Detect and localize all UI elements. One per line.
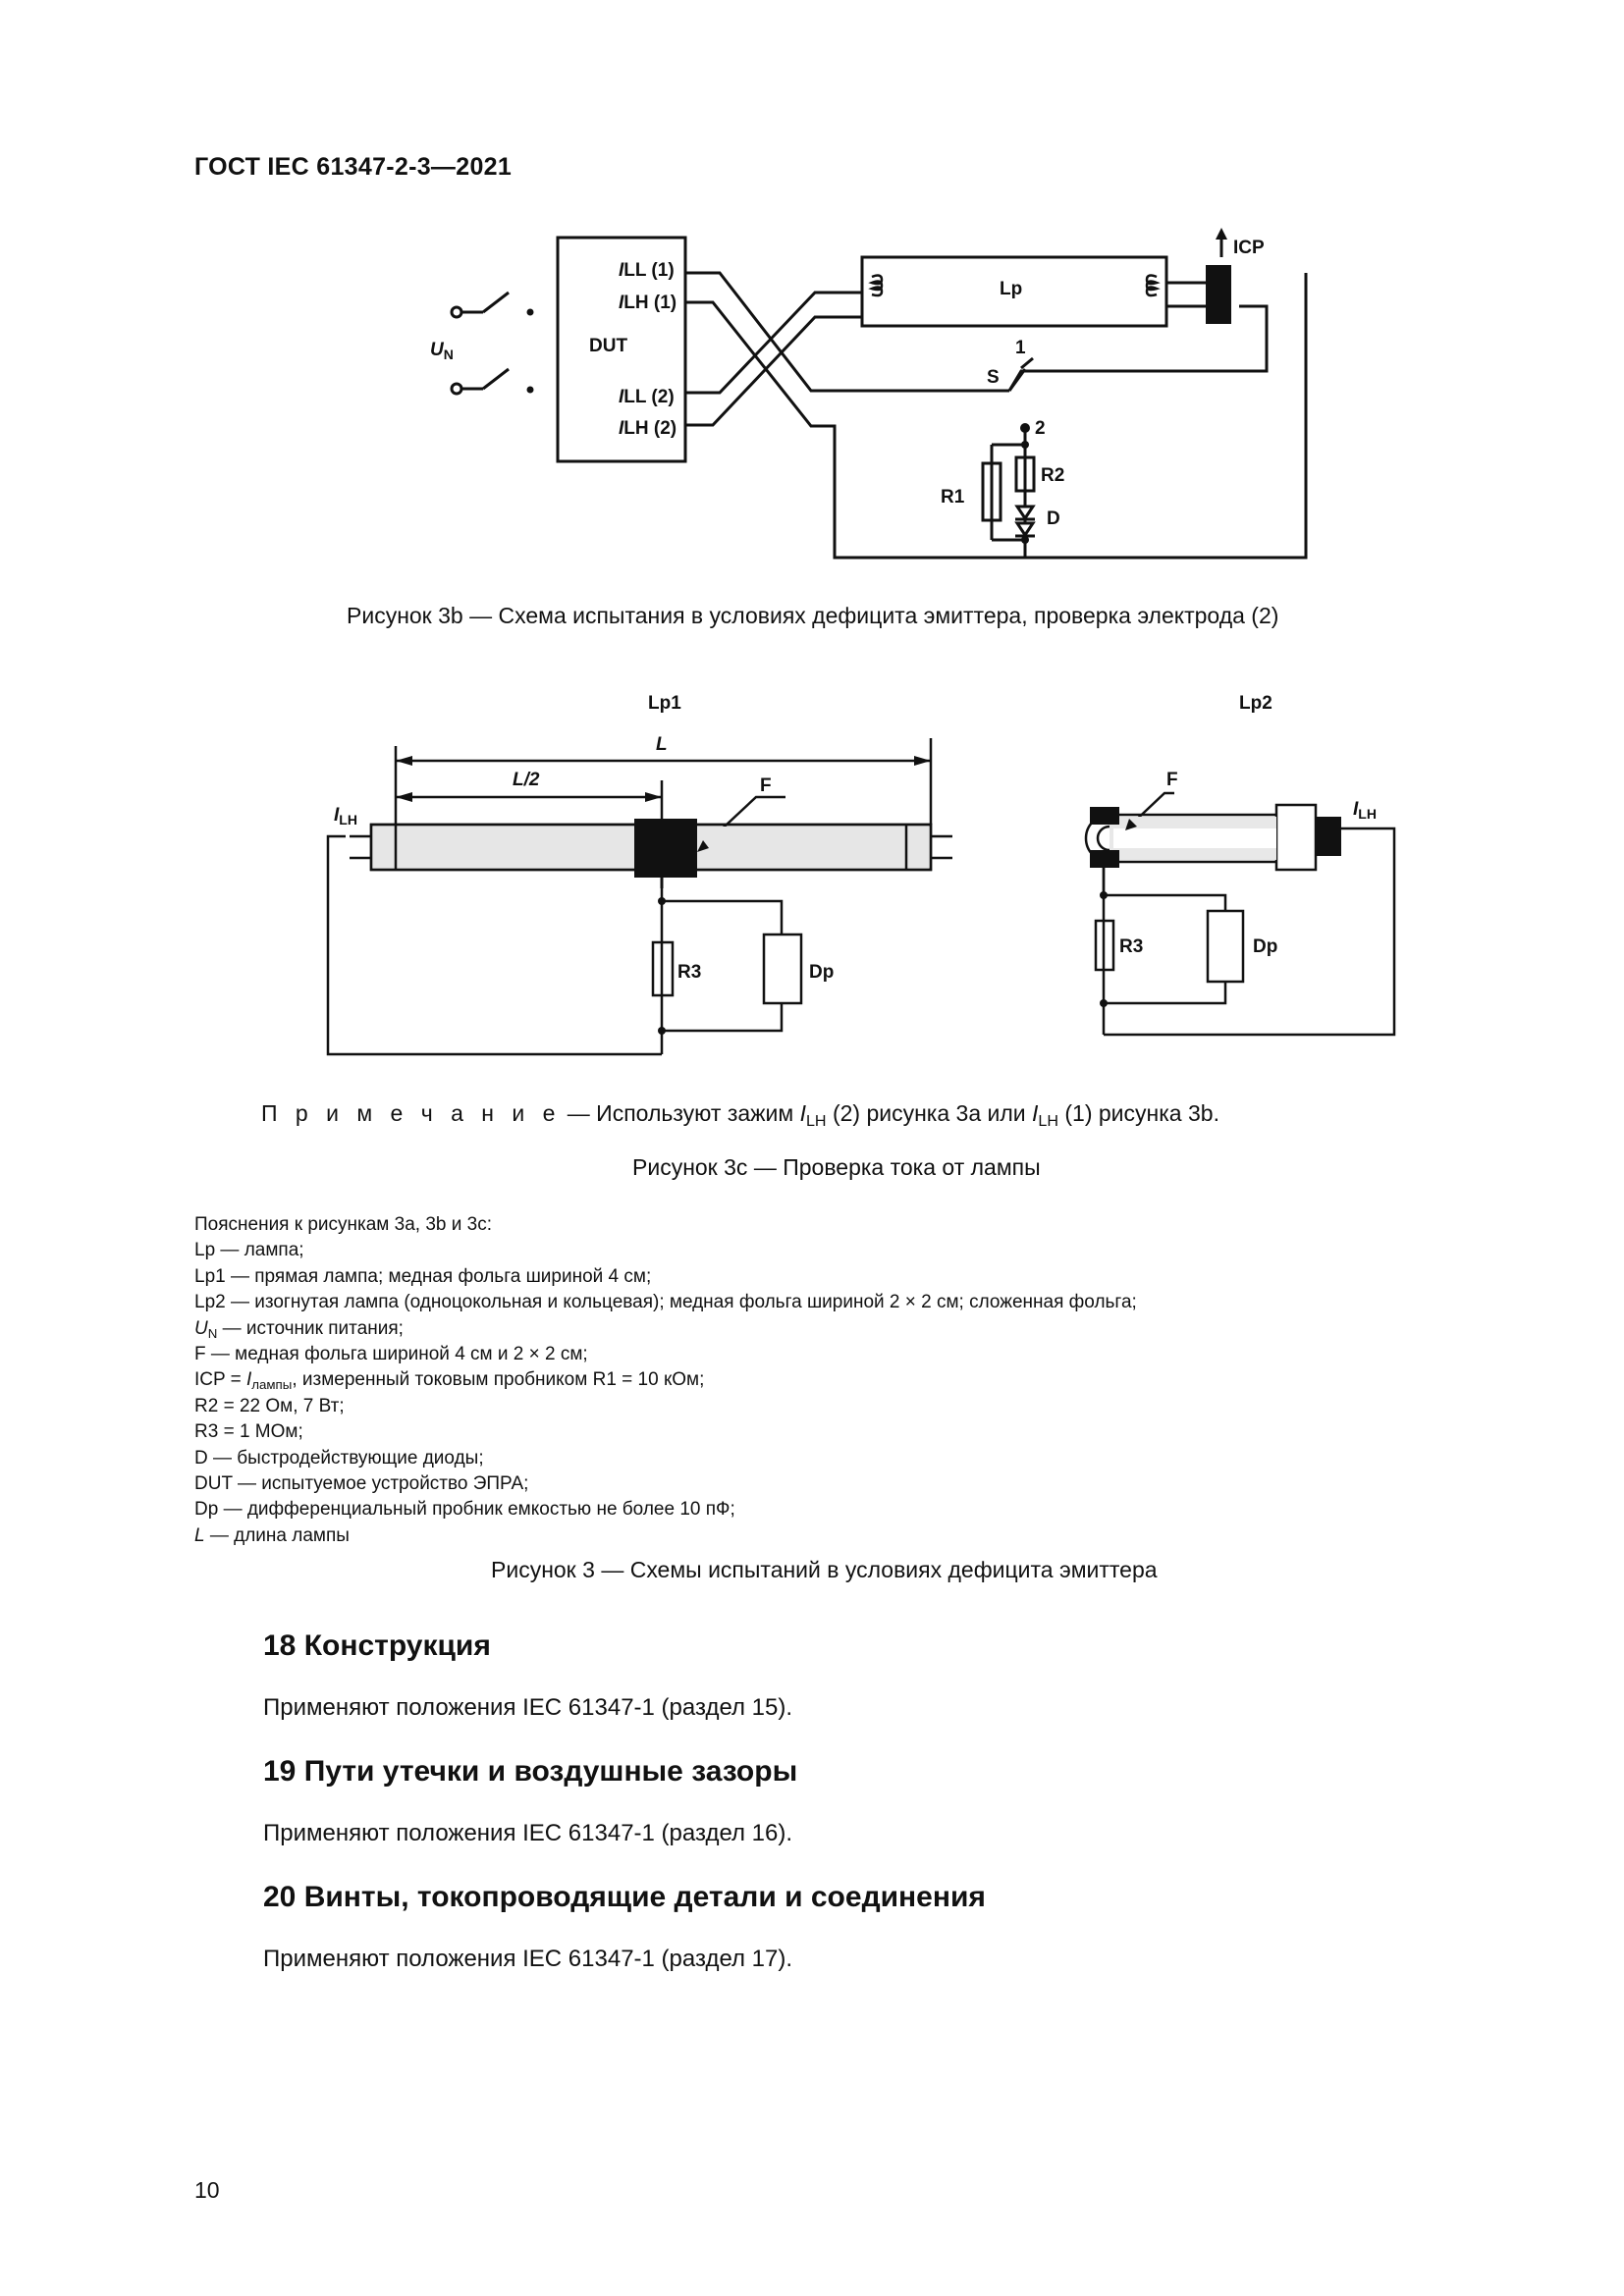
expl-lp: Lp — лампа; [194,1240,304,1261]
page-number: 10 [194,2177,220,2203]
label-dut: DUT [589,336,627,356]
label-dp-lp2: Dp [1253,936,1277,957]
expl-lp2: Lp2 — изогнутая лампа (одноцокольная и к… [194,1292,1137,1313]
figure-3-caption: Рисунок 3 — Схемы испытаний в условиях д… [491,1557,1158,1582]
label-switch-s: S [987,367,1000,388]
expl-d: D — быстродействующие диоды; [194,1447,484,1468]
label-r1: R1 [941,487,965,507]
label-lp: Lp [1000,279,1022,299]
expl-icp: ICP = Iлампы, измеренный токовым пробник… [194,1369,705,1393]
figure-3b-caption: Рисунок 3b — Схема испытания в условиях … [347,603,1279,628]
expl-r2: R2 = 22 Ом, 7 Вт; [194,1395,345,1416]
section-20-body: Применяют положения IEC 61347-1 (раздел … [263,1946,793,1972]
label-switch-2: 2 [1035,418,1046,439]
section-20-title: 20 Винты, токопроводящие детали и соедин… [263,1881,986,1913]
label-ill1: ILL (1) [619,260,675,281]
label-length-l: L [656,734,668,755]
label-d: D [1047,508,1060,529]
label-ilh2: ILH (2) [619,418,677,439]
section-18-title: 18 Конструкция [263,1629,491,1662]
label-dp-lp1: Dp [809,962,834,983]
label-foil-f-lp2: F [1166,770,1178,790]
expl-un: UN — источник питания; [194,1317,404,1341]
expl-lp1: Lp1 — прямая лампа; медная фольга ширино… [194,1265,652,1287]
figure-3c-note: П р и м е ч а н и е — Используют зажим I… [261,1100,1219,1130]
expl-r3: R3 = 1 МОм; [194,1421,303,1443]
expl-dp: Dp — дифференциальный пробник емкостью н… [194,1499,735,1521]
label-ilh1: ILH (1) [619,293,677,313]
label-ill2: ILL (2) [619,387,675,407]
label-switch-1: 1 [1015,338,1026,358]
label-icp: ICP [1233,238,1265,258]
label-half-length: L/2 [513,770,540,790]
expl-dut: DUT — испытуемое устройство ЭПРА; [194,1473,529,1495]
label-un: UN [430,340,454,362]
figure-3c-caption: Рисунок 3с — Проверка тока от лампы [632,1154,1041,1180]
section-18-body: Применяют положения IEC 61347-1 (раздел … [263,1694,793,1721]
label-ilh-lp2: ILH [1353,799,1377,822]
figure-explanations: Пояснения к рисункам 3а, 3b и 3с: Lp — л… [194,1212,1137,1549]
label-foil-f-lp1: F [760,775,772,796]
document-header: ГОСТ IEC 61347-2-3—2021 [194,153,513,181]
label-lp2: Lp2 [1239,693,1272,714]
figure-3c-diagram: Lp1 Lp2 L L/2 F F ILH ILH R3 Dp R3 Dp [326,693,1396,1056]
label-ilh-lp1: ILH [334,805,357,828]
expl-intro: Пояснения к рисункам 3а, 3b и 3с: [194,1214,492,1235]
section-19-title: 19 Пути утечки и воздушные зазоры [263,1755,798,1788]
label-lp1: Lp1 [648,693,681,714]
label-r3-lp1: R3 [677,962,701,983]
expl-f: F — медная фольга шириной 4 см и 2 × 2 с… [194,1344,588,1365]
expl-l: L — длина лампы [194,1524,350,1546]
label-r2: R2 [1041,465,1064,486]
figure-3b-diagram: ILL (1) ILH (1) DUT ILL (2) ILH (2) UN L… [430,228,1308,560]
section-19-body: Применяют положения IEC 61347-1 (раздел … [263,1820,793,1846]
label-r3-lp2: R3 [1119,936,1143,957]
